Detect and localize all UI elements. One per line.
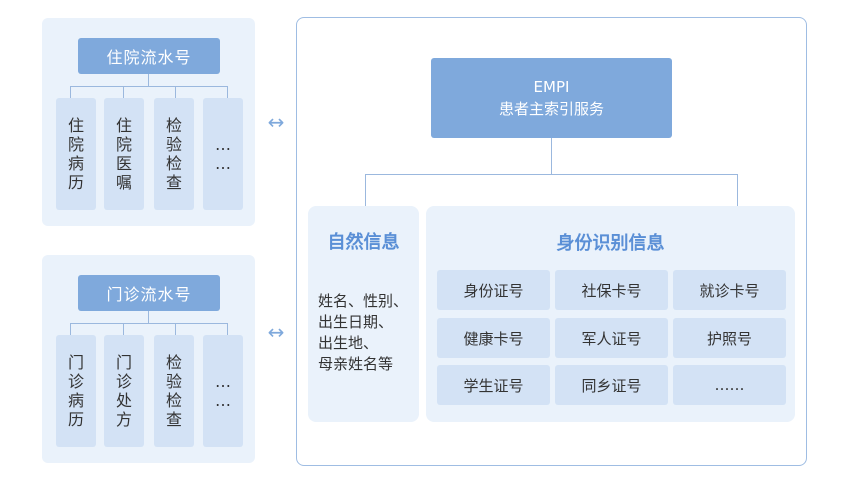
natural-info-text: 姓名、性别、 出生日期、 出生地、 母亲姓名等 (318, 292, 409, 373)
natural-info-panel (308, 206, 419, 422)
empi-connector-bar (365, 174, 738, 175)
id-cell-passport: 护照号 (673, 318, 786, 358)
outpatient-bidirectional-arrow-icon: ↔ (267, 320, 285, 344)
outpatient-connector-bar (70, 323, 228, 324)
id-cell-visit-card: 就诊卡号 (673, 270, 786, 310)
id-cell-hometown-id: 同乡证号 (555, 365, 668, 405)
outpatient-col-medical-record: 门诊病历 (56, 335, 96, 447)
inpatient-bidirectional-arrow-icon: ↔ (267, 110, 285, 134)
empi-service-box: EMPI 患者主索引服务 (431, 58, 672, 138)
inpatient-col-orders: 住院医嘱 (104, 98, 144, 210)
inpatient-connector-stem (148, 74, 149, 86)
inpatient-col-lab-exam: 检验检查 (154, 98, 194, 210)
inpatient-col-medical-record: 住院病历 (56, 98, 96, 210)
id-cell-student-id: 学生证号 (437, 365, 550, 405)
id-cell-more: …… (673, 365, 786, 405)
empi-connector-stem (551, 138, 552, 174)
identity-info-title: 身份识别信息 (556, 233, 665, 254)
id-cell-id-card: 身份证号 (437, 270, 550, 310)
inpatient-title: 住院流水号 (78, 38, 220, 74)
outpatient-col-lab-exam: 检验检查 (154, 335, 194, 447)
id-cell-social-security: 社保卡号 (555, 270, 668, 310)
outpatient-col-more: …… (203, 335, 243, 447)
inpatient-connector-bar (70, 86, 228, 87)
id-cell-military-id: 军人证号 (555, 318, 668, 358)
outpatient-col-prescription: 门诊处方 (104, 335, 144, 447)
outpatient-title: 门诊流水号 (78, 275, 220, 311)
empi-label: EMPI (533, 78, 570, 96)
id-cell-health-card: 健康卡号 (437, 318, 550, 358)
empi-subtitle: 患者主索引服务 (498, 100, 604, 118)
natural-info-title: 自然信息 (327, 232, 400, 253)
inpatient-col-more: …… (203, 98, 243, 210)
outpatient-connector-stem (148, 311, 149, 323)
